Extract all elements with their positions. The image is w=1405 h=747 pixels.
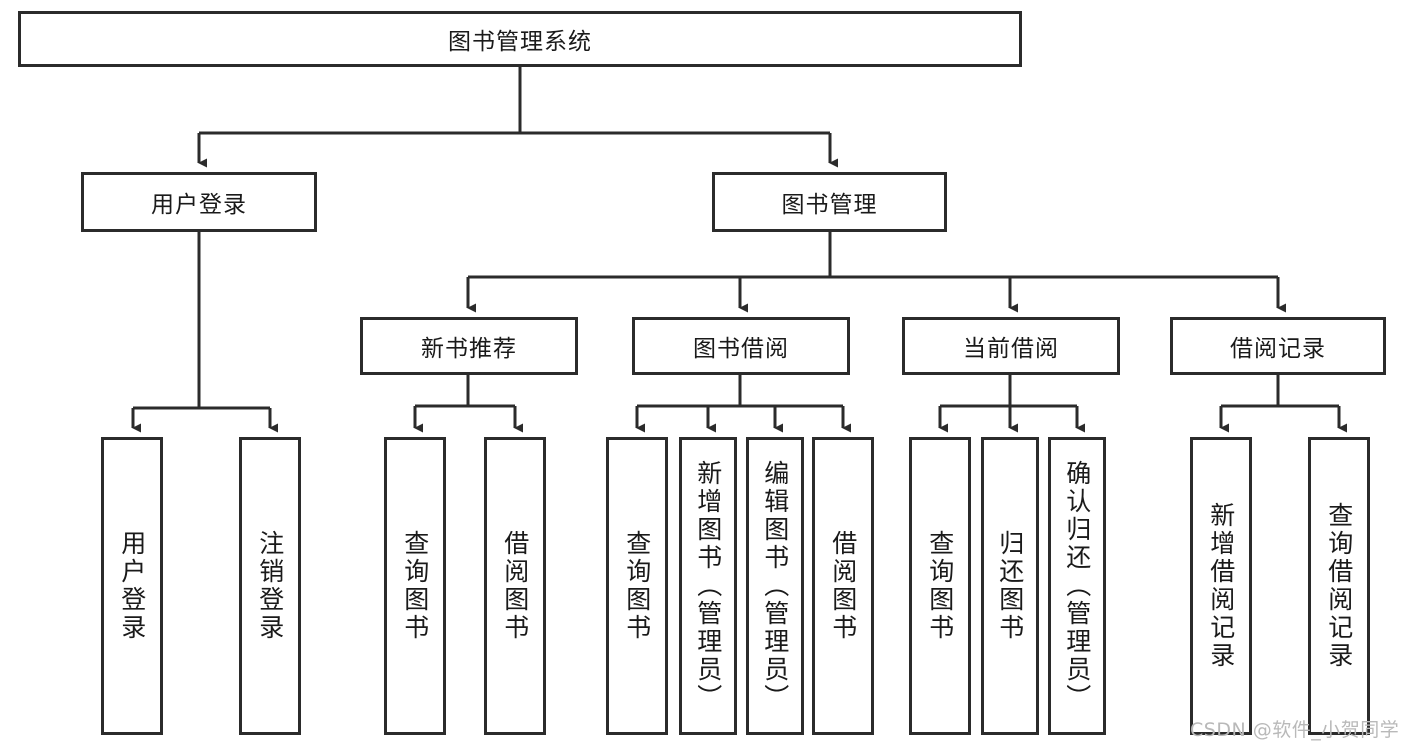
node-leaf-borrow-book-2[interactable]: 借阅图书 [812, 437, 874, 735]
node-current-borrow[interactable]: 当前借阅 [902, 317, 1120, 375]
node-root-label: 图书管理系统 [448, 29, 592, 55]
node-root[interactable]: 图书管理系统 [18, 11, 1022, 67]
node-leaf-query-book-1[interactable]: 查询图书 [384, 437, 446, 735]
node-leaf-borrow-book-1[interactable]: 借阅图书 [484, 437, 546, 735]
node-leaf-query-book-3[interactable]: 查询图书 [909, 437, 971, 735]
node-new-book-recommend[interactable]: 新书推荐 [360, 317, 578, 375]
node-leaf-logout-label: 注销登录 [255, 530, 285, 642]
csdn-watermark: CSDN @软件_小贺同学 [1190, 719, 1400, 741]
node-leaf-return-book-label: 归还图书 [995, 530, 1025, 642]
node-leaf-query-book-2-label: 查询图书 [622, 530, 652, 642]
node-leaf-logout[interactable]: 注销登录 [239, 437, 301, 735]
node-leaf-add-record[interactable]: 新增借阅记录 [1190, 437, 1252, 735]
node-leaf-add-record-label: 新增借阅记录 [1206, 502, 1236, 670]
node-current-borrow-label: 当前借阅 [963, 336, 1059, 362]
node-leaf-user-login[interactable]: 用户登录 [101, 437, 163, 735]
node-leaf-query-book-3-label: 查询图书 [925, 530, 955, 642]
node-leaf-borrow-book-2-label: 借阅图书 [828, 530, 858, 642]
node-book-manage-label: 图书管理 [781, 192, 878, 218]
node-user-login[interactable]: 用户登录 [81, 172, 317, 232]
node-leaf-confirm-return[interactable]: 确认归还（管理员） [1048, 437, 1106, 735]
node-new-book-recommend-label: 新书推荐 [421, 336, 517, 362]
node-leaf-edit-book-label: 编辑图书（管理员） [760, 460, 790, 712]
node-leaf-edit-book[interactable]: 编辑图书（管理员） [746, 437, 804, 735]
node-leaf-query-record-label: 查询借阅记录 [1324, 502, 1354, 670]
node-book-manage[interactable]: 图书管理 [712, 172, 947, 232]
node-leaf-confirm-return-label: 确认归还（管理员） [1062, 460, 1092, 712]
node-leaf-add-book[interactable]: 新增图书（管理员） [679, 437, 737, 735]
node-user-login-label: 用户登录 [151, 192, 247, 218]
node-leaf-query-book-1-label: 查询图书 [400, 530, 430, 642]
node-borrow-record-label: 借阅记录 [1230, 336, 1326, 362]
node-leaf-borrow-book-1-label: 借阅图书 [500, 530, 530, 642]
node-leaf-query-book-2[interactable]: 查询图书 [606, 437, 668, 735]
node-leaf-return-book[interactable]: 归还图书 [981, 437, 1039, 735]
node-book-borrow[interactable]: 图书借阅 [632, 317, 850, 375]
node-leaf-add-book-label: 新增图书（管理员） [693, 460, 723, 712]
node-leaf-user-login-label: 用户登录 [117, 530, 147, 642]
node-leaf-query-record[interactable]: 查询借阅记录 [1308, 437, 1370, 735]
node-book-borrow-label: 图书借阅 [693, 336, 789, 362]
node-borrow-record[interactable]: 借阅记录 [1170, 317, 1386, 375]
